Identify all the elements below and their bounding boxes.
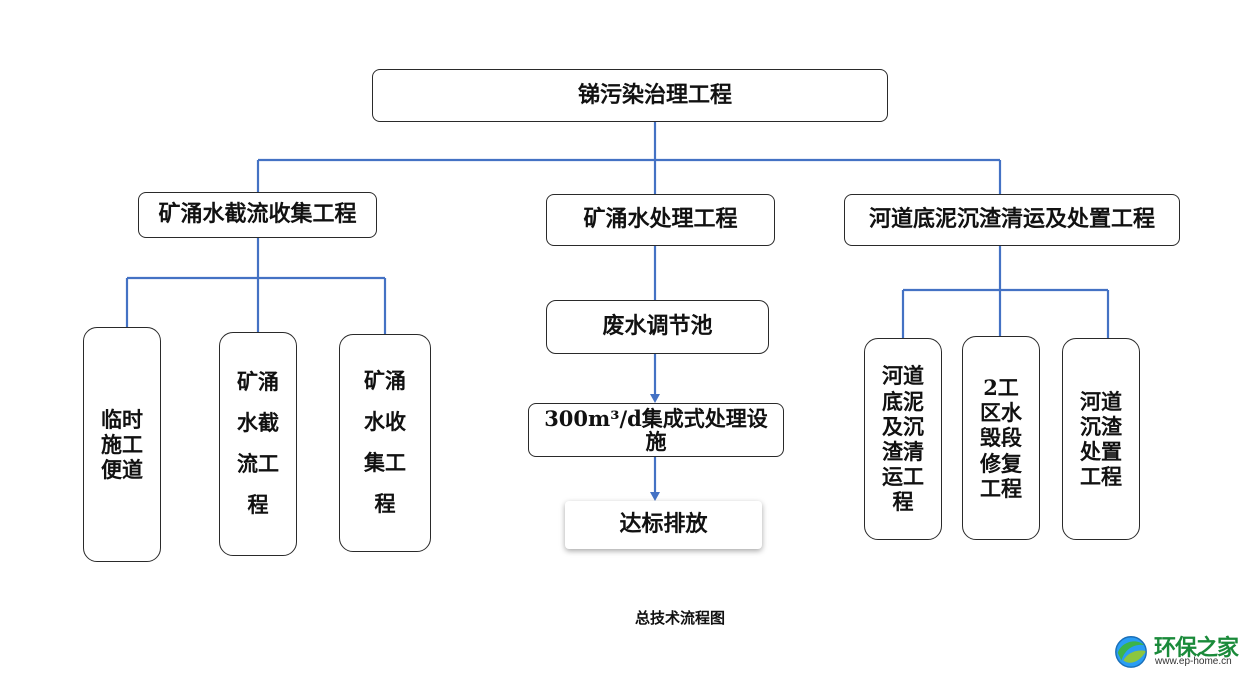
mid-step-2: 300m³/d集成式处理设施	[528, 403, 784, 457]
branch-left-label: 矿涌水截流收集工程	[158, 201, 357, 228]
branch-mid-label: 矿涌水处理工程	[583, 206, 738, 233]
right-child-3: 河道沉渣处置工程	[1062, 338, 1140, 540]
mid-step-3: 达标排放	[565, 501, 762, 549]
right-child-2: 2工区水毁段修复工程	[962, 336, 1040, 540]
right-child-1-label: 河道底泥及沉渣清运工程	[882, 363, 924, 515]
right-child-1: 河道底泥及沉渣清运工程	[864, 338, 942, 540]
left-child-1-label: 临时施工便道	[101, 406, 143, 483]
branch-mid-node: 矿涌水处理工程	[546, 194, 775, 246]
globe-leaf-icon	[1115, 636, 1147, 668]
watermark-logo: 环保之家 www.ep-home.cn	[1112, 630, 1252, 674]
root-node: 锑污染治理工程	[372, 69, 888, 122]
left-child-1: 临时施工便道	[83, 327, 161, 562]
left-child-2: 矿涌水截流工程	[219, 332, 297, 556]
branch-left-node: 矿涌水截流收集工程	[138, 192, 377, 238]
diagram-caption: 总技术流程图	[634, 609, 725, 627]
left-child-2-label: 矿涌水截流工程	[237, 369, 279, 517]
watermark-url: www.ep-home.cn	[1155, 656, 1232, 667]
right-child-3-label: 河道沉渣处置工程	[1080, 388, 1122, 490]
mid-step-3-label: 达标排放	[619, 511, 708, 538]
mid-step-1: 废水调节池	[546, 300, 769, 354]
left-child-3: 矿涌水收集工程	[339, 334, 431, 552]
branch-right-label: 河道底泥沉渣清运及处置工程	[868, 206, 1155, 233]
right-child-2-label: 2工区水毁段修复工程	[980, 375, 1022, 501]
root-label: 锑污染治理工程	[577, 81, 732, 108]
watermark-brand: 环保之家	[1154, 636, 1239, 661]
mid-step-2-label: 300m³/d集成式处理设施	[544, 405, 768, 454]
left-child-3-label: 矿涌水收集工程	[364, 368, 406, 516]
branch-right-node: 河道底泥沉渣清运及处置工程	[844, 194, 1180, 246]
mid-step-1-label: 废水调节池	[602, 313, 713, 340]
